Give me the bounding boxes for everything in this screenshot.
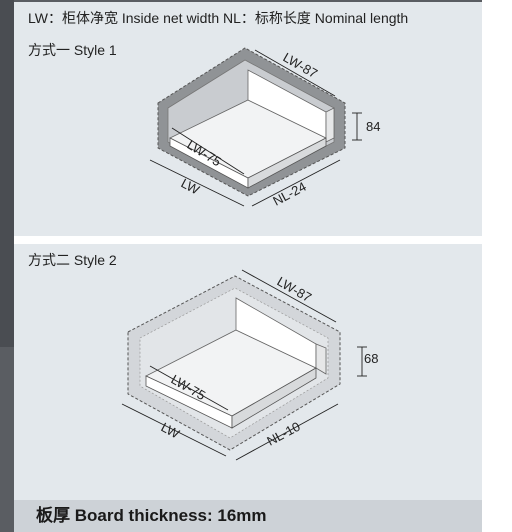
style1-dim-length: NL-24	[270, 179, 308, 209]
style1-dimension-lines	[149, 49, 362, 207]
style2-dim-width: LW	[159, 419, 183, 441]
style1-diagram: LW-87 LW-75 LW NL-24 84	[149, 47, 380, 209]
legend-text: LW：柜体净宽 Inside net width NL：标称长度 Nominal…	[14, 0, 482, 34]
style2-label: 方式二 Style 2	[28, 252, 117, 268]
style1-label: 方式一 Style 1	[28, 42, 117, 58]
style1-dim-height: 84	[366, 119, 380, 134]
style2-dim-height: 68	[364, 351, 378, 366]
style2-diagram: LW-87 LW-75 LW NL-10 68	[121, 269, 378, 461]
left-edge-strip	[0, 0, 14, 347]
style1-drawer	[169, 69, 335, 189]
left-edge-strip-lower	[0, 347, 14, 532]
style2-drawer	[145, 297, 327, 429]
board-thickness-footer: 板厚 Board thickness: 16mm	[14, 500, 482, 532]
style1-dim-width: LW	[179, 175, 203, 197]
style2-dimension-lines	[121, 269, 367, 461]
